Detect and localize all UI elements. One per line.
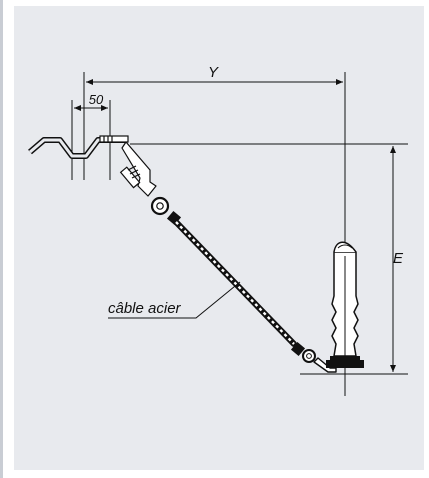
top-clamp-bracket: [99, 135, 157, 197]
corrugated-sheet-profile: [28, 137, 126, 159]
dimension-50-label: 50: [89, 92, 104, 107]
post-base: [326, 356, 364, 368]
cable-label-group: câble acier: [108, 281, 241, 319]
vertical-post: [331, 241, 359, 357]
dimension-e: E: [390, 146, 404, 372]
cable-leader-line: [108, 281, 241, 319]
dimension-y: Y: [86, 64, 343, 85]
dimension-50: 50: [74, 92, 108, 111]
left-border-rule: [0, 0, 3, 478]
steel-cable: [173, 219, 297, 347]
cable-label: câble acier: [108, 300, 182, 317]
threaded-bolt: [119, 165, 141, 189]
dimension-e-label: E: [393, 250, 404, 267]
dimension-y-label: Y: [208, 64, 219, 81]
extension-lines: [71, 72, 408, 396]
top-eye-nut: [150, 196, 182, 226]
bottom-eye-nut: [290, 341, 316, 363]
